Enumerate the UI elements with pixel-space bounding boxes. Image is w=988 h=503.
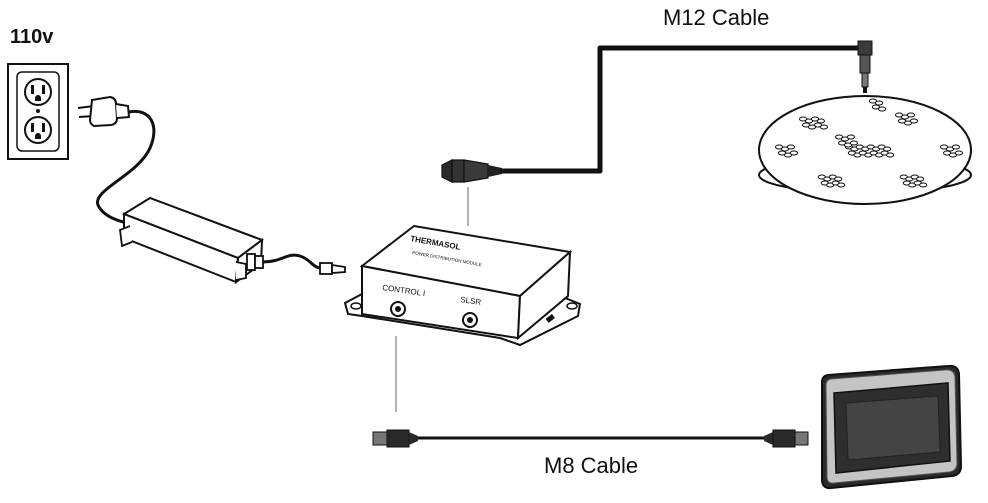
m8-connector-right	[764, 429, 809, 448]
led-dot	[951, 144, 961, 150]
led-dot	[786, 144, 796, 150]
led-dot	[837, 182, 846, 188]
panel-screen	[845, 395, 941, 461]
led-dot	[878, 106, 887, 112]
m12-cable-label: M12 Cable	[663, 5, 770, 30]
led-dot	[875, 100, 884, 106]
led-dot	[846, 134, 856, 140]
wall-outlet	[7, 63, 69, 160]
m12-cable	[441, 40, 873, 183]
led-dot	[909, 118, 919, 124]
led-dot	[789, 150, 799, 156]
psu-output-connector	[246, 253, 264, 271]
led-dot	[834, 176, 843, 182]
led-dot	[916, 176, 925, 182]
led-dot	[906, 112, 916, 118]
port-control-i	[390, 301, 406, 317]
led-dot	[883, 146, 892, 152]
voltage-label: 110v	[10, 26, 54, 48]
outlet-socket-top	[24, 78, 52, 106]
led-dot	[954, 150, 964, 156]
power-plug	[77, 95, 131, 128]
led-dot	[886, 152, 895, 158]
m8-connector-left	[372, 429, 418, 448]
led-dot	[849, 140, 859, 146]
m12-connector-right	[857, 40, 873, 93]
control-panel	[821, 364, 963, 490]
m8-cable-label: M8 Cable	[544, 453, 639, 478]
led-light-disc	[758, 95, 972, 205]
led-dot	[816, 118, 826, 124]
dc-barrel-plug	[319, 262, 346, 275]
m12-connector-left	[441, 159, 502, 183]
module-port-slsr-label: SLSR	[460, 295, 482, 307]
power-distribution-module: THERMASOL POWER DISTRIBUTION MODULE CONT…	[343, 224, 582, 347]
led-dot	[819, 124, 829, 130]
ac-cord	[96, 109, 156, 226]
led-dot	[919, 182, 928, 188]
power-supply	[119, 196, 265, 285]
m8-cable	[372, 429, 809, 448]
dc-cord	[262, 253, 323, 270]
outlet-socket-bottom	[24, 116, 52, 144]
port-slsr	[462, 312, 478, 328]
